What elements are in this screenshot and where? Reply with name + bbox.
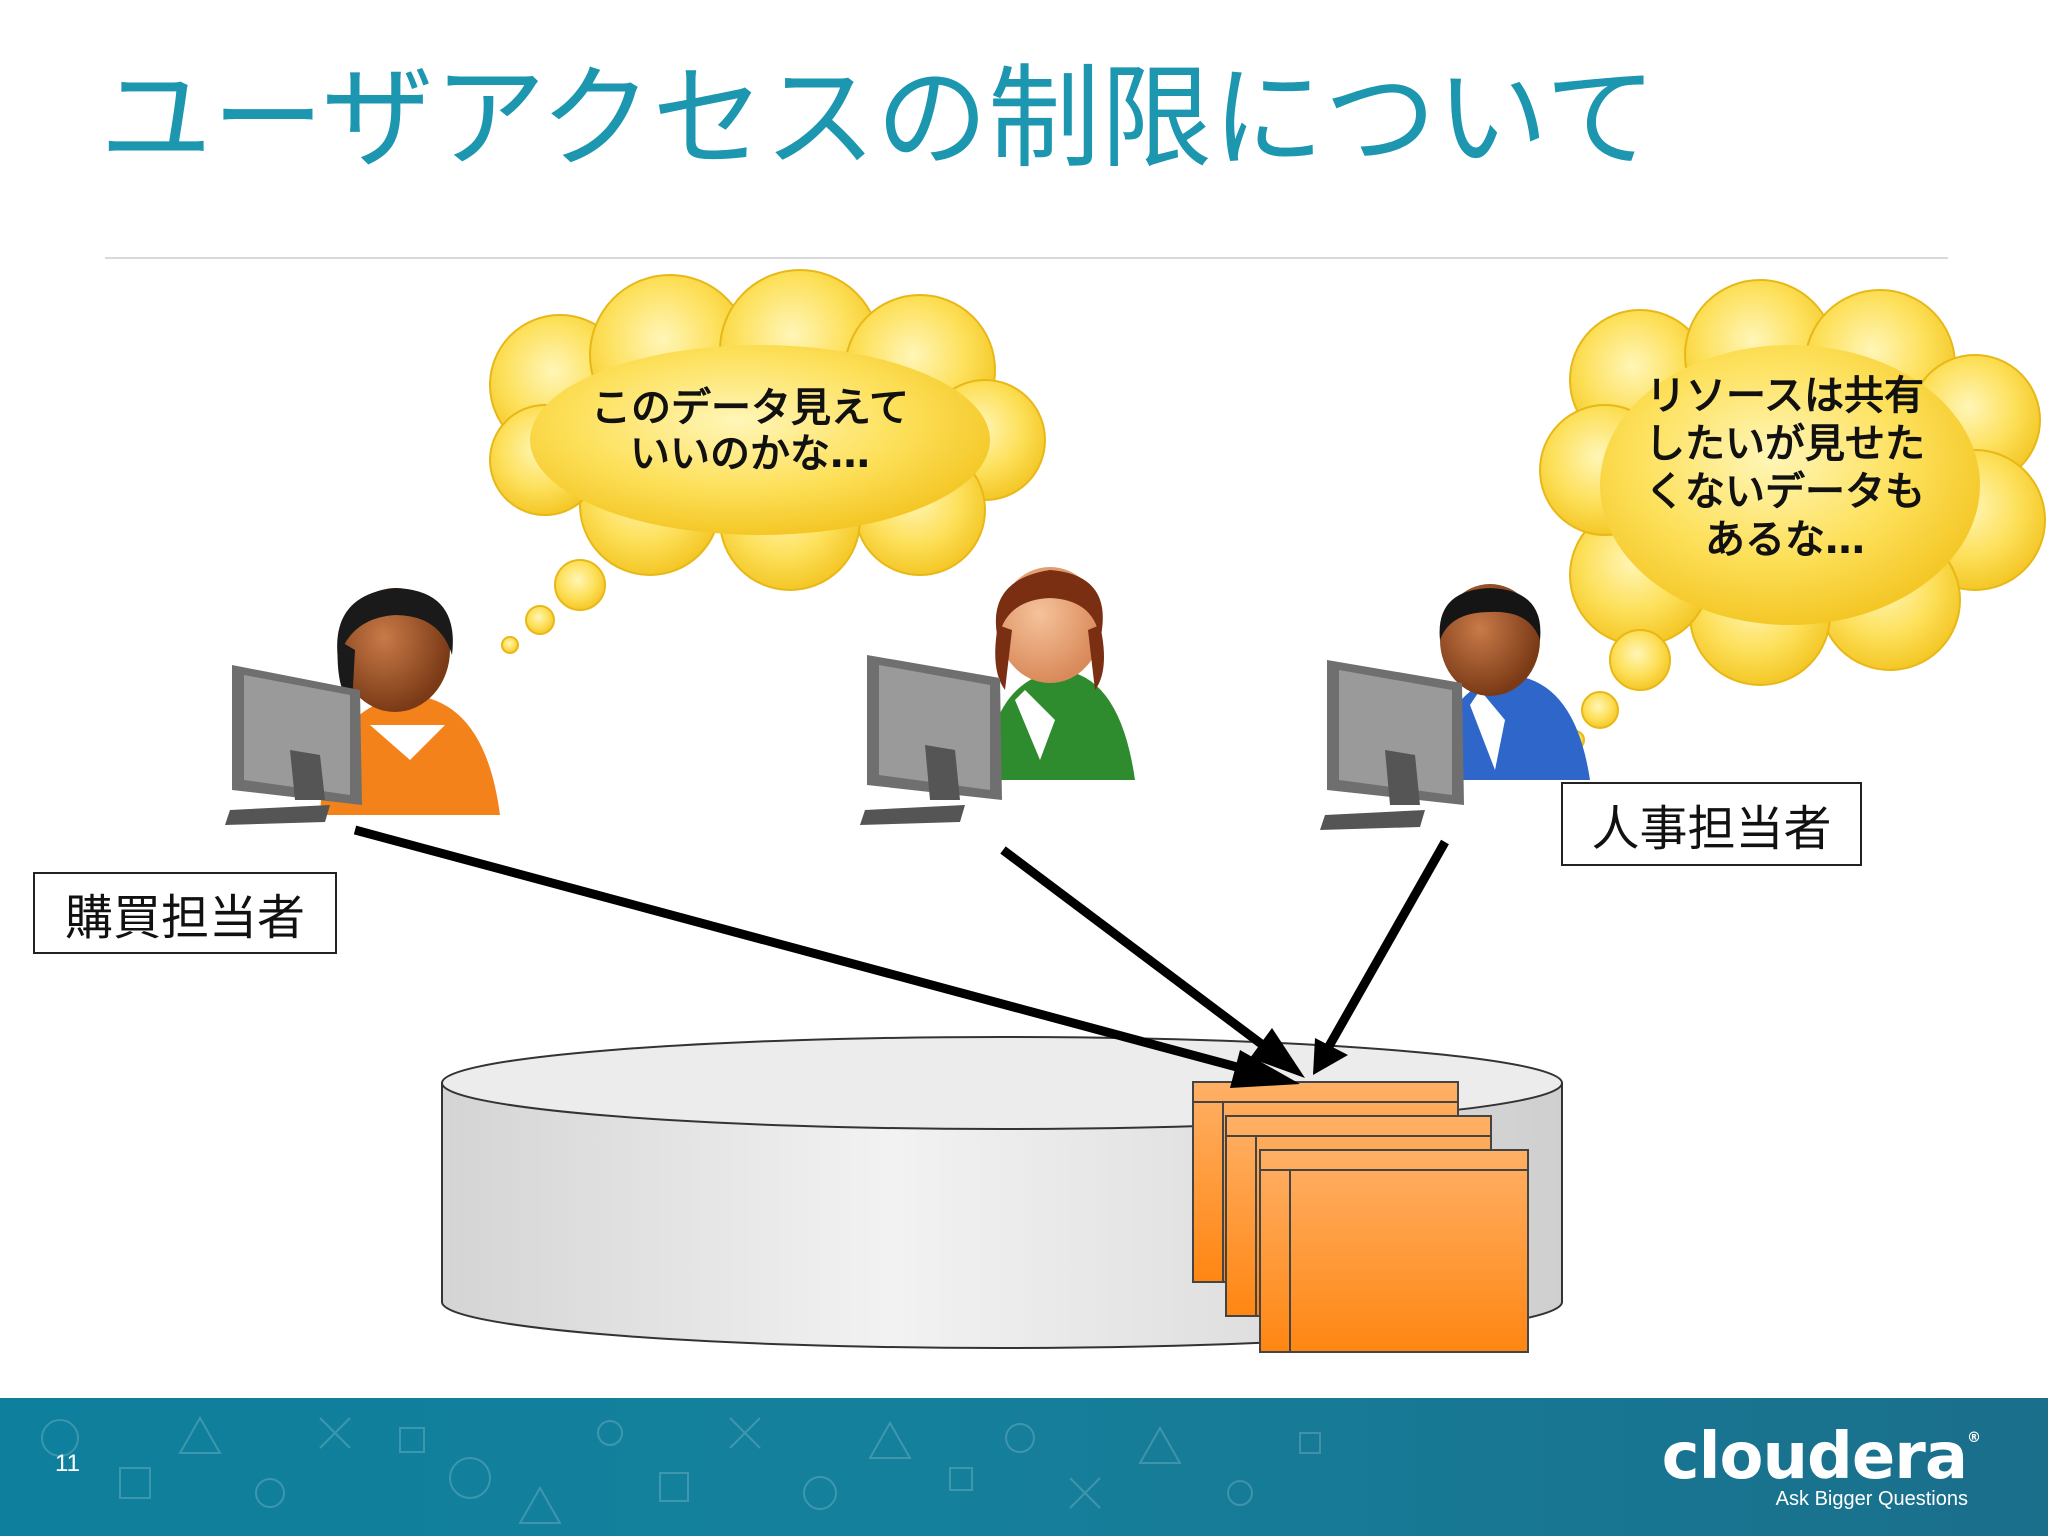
left-bubble-text: このデータ見えて いいのかな… — [560, 385, 940, 477]
right-thought-cloud — [1539, 279, 2046, 750]
logo-wordmark: cloudera — [1661, 1420, 1968, 1494]
hr-role-label: 人事担当者 — [1561, 782, 1862, 866]
hr-user-illustration — [1320, 584, 1590, 830]
right-bubble-line-1: リソースは共有 — [1646, 373, 1924, 419]
access-arrows — [353, 825, 1449, 1075]
left-bubble-line-1: このデータ見えて — [591, 385, 909, 431]
slide-title: ユーザアクセスの制限について — [100, 54, 1657, 184]
data-documents-stack — [1192, 1081, 1529, 1353]
cloudera-logo: cloudera® — [1661, 1420, 1981, 1494]
title-divider — [105, 257, 1948, 259]
purchasing-role-label: 購買担当者 — [33, 872, 337, 954]
middle-user-illustration — [860, 567, 1135, 825]
footer-pattern — [41, 1415, 1321, 1524]
page-number: 11 — [55, 1450, 80, 1477]
right-bubble-text: リソースは共有 したいが見せた くないデータも あるな… — [1615, 372, 1955, 564]
purchasing-user-illustration — [225, 588, 500, 825]
footer-band — [0, 1398, 2048, 1536]
logo-tagline: Ask Bigger Questions — [1775, 1488, 1968, 1510]
right-bubble-line-2: したいが見せた — [1645, 421, 1925, 467]
left-bubble-line-2: いいのかな… — [630, 431, 870, 477]
right-bubble-line-4: あるな… — [1705, 517, 1865, 563]
registered-mark: ® — [1967, 1430, 1981, 1446]
arrow-heads — [1230, 1028, 1348, 1088]
right-bubble-line-3: くないデータも — [1645, 469, 1925, 515]
left-thought-cloud — [489, 269, 1046, 654]
